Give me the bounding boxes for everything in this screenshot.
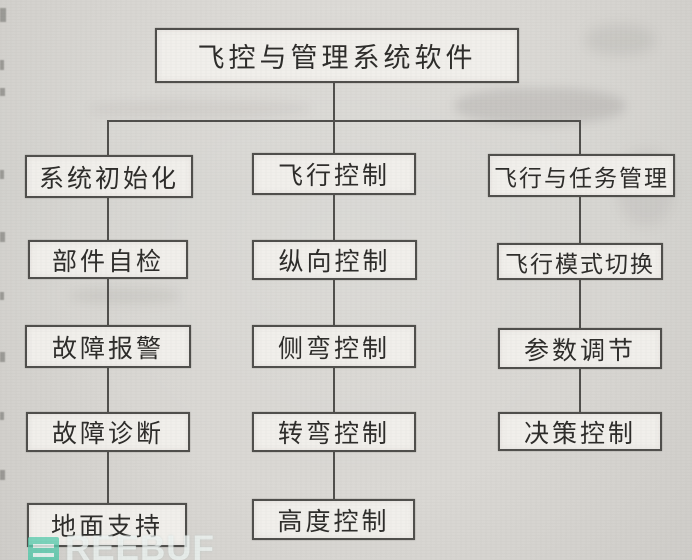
node-branch3-header: 飞行与任务管理 xyxy=(488,154,675,197)
node-branch1-child: 故障报警 xyxy=(25,325,191,368)
node-branch3-child: 参数调节 xyxy=(498,328,662,369)
connector-drop-right xyxy=(579,120,581,155)
watermark-freebuf: REEBUF xyxy=(28,531,215,560)
connector-col3 xyxy=(579,369,581,412)
watermark-text: REEBUF xyxy=(65,529,215,560)
connector-col2 xyxy=(333,195,335,240)
scan-smudge xyxy=(70,288,180,304)
node-branch2-child: 转弯控制 xyxy=(252,412,416,452)
connector-col1 xyxy=(107,452,109,503)
connector-col2 xyxy=(333,368,335,412)
scan-artifact xyxy=(0,412,4,420)
node-branch2-child: 高度控制 xyxy=(252,499,415,540)
connector-drop-left xyxy=(107,120,109,156)
scan-smudge xyxy=(585,25,655,55)
node-root: 飞控与管理系统软件 xyxy=(155,28,519,83)
scan-artifact xyxy=(0,352,5,362)
node-branch1-child: 故障诊断 xyxy=(26,412,190,452)
scan-artifact xyxy=(0,470,5,480)
connector-col1 xyxy=(107,368,109,412)
connector-col1 xyxy=(107,279,109,325)
connector-root-vertical xyxy=(333,83,335,154)
node-branch1-header: 系统初始化 xyxy=(25,155,193,198)
node-branch2-child: 侧弯控制 xyxy=(252,325,416,368)
node-branch3-child: 决策控制 xyxy=(498,412,662,451)
connector-col3 xyxy=(579,280,581,328)
connector-col2 xyxy=(333,452,335,499)
connector-col3 xyxy=(579,197,581,243)
scan-artifact xyxy=(0,88,5,96)
node-branch1-child: 部件自检 xyxy=(28,240,188,279)
connector-col1 xyxy=(107,198,109,240)
freebuf-logo-icon xyxy=(28,537,59,560)
scan-artifact xyxy=(0,8,6,22)
node-branch2-child: 纵向控制 xyxy=(252,240,417,280)
node-branch3-child: 飞行模式切换 xyxy=(497,243,663,280)
scan-smudge xyxy=(90,100,310,118)
scan-smudge xyxy=(455,88,625,124)
scan-artifact xyxy=(0,170,4,179)
scan-artifact xyxy=(0,292,4,300)
node-branch2-header: 飞行控制 xyxy=(252,153,416,195)
connector-main-horizontal xyxy=(107,120,581,122)
scan-artifact xyxy=(0,232,5,242)
connector-col2 xyxy=(333,280,335,325)
scan-artifact xyxy=(0,60,4,70)
